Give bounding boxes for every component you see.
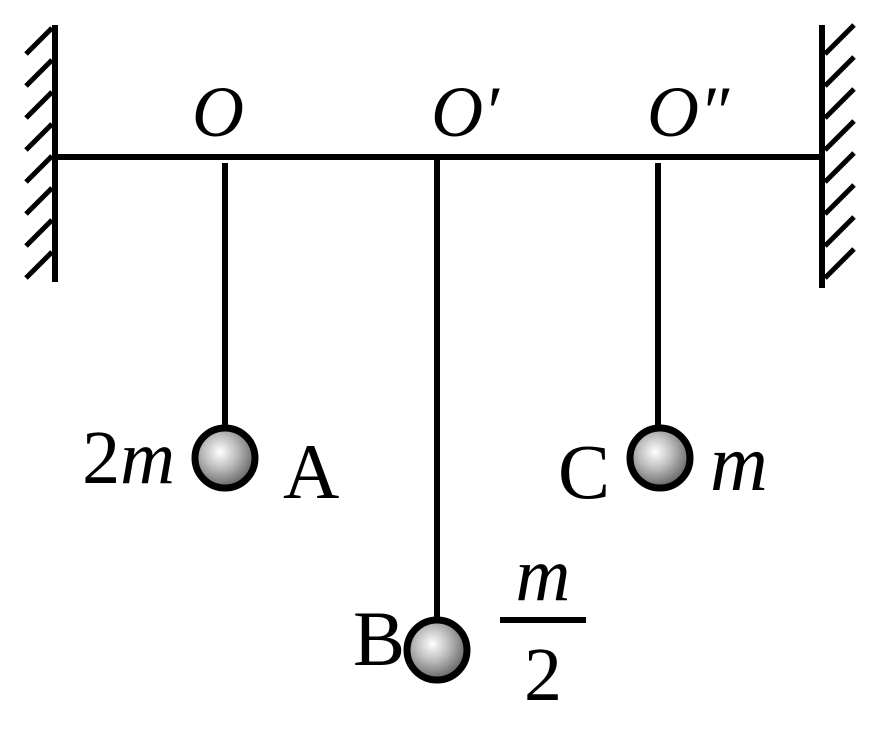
- ball-c: [626, 424, 694, 492]
- right-wall: [819, 23, 856, 288]
- pivot-label-o: O: [192, 72, 244, 152]
- ball-b-mass-fraction: m 2: [500, 533, 586, 717]
- left-wall: [24, 25, 58, 282]
- ball-b-mass-denominator: 2: [524, 633, 562, 717]
- pivot-label-o-prime: O′: [431, 72, 500, 152]
- ball-b-name-label: B: [353, 595, 405, 682]
- ball-b-mass-numerator: m: [516, 533, 571, 617]
- ball-a-name-label: A: [283, 428, 339, 515]
- ball-c-name-label: C: [558, 428, 610, 515]
- ball-a: [191, 424, 259, 492]
- pivot-label-o-double-prime: O″: [647, 72, 730, 152]
- ball-b: [403, 616, 471, 684]
- ball-c-mass-label: m: [710, 420, 768, 508]
- ball-a-mass-label: 2m: [82, 416, 175, 500]
